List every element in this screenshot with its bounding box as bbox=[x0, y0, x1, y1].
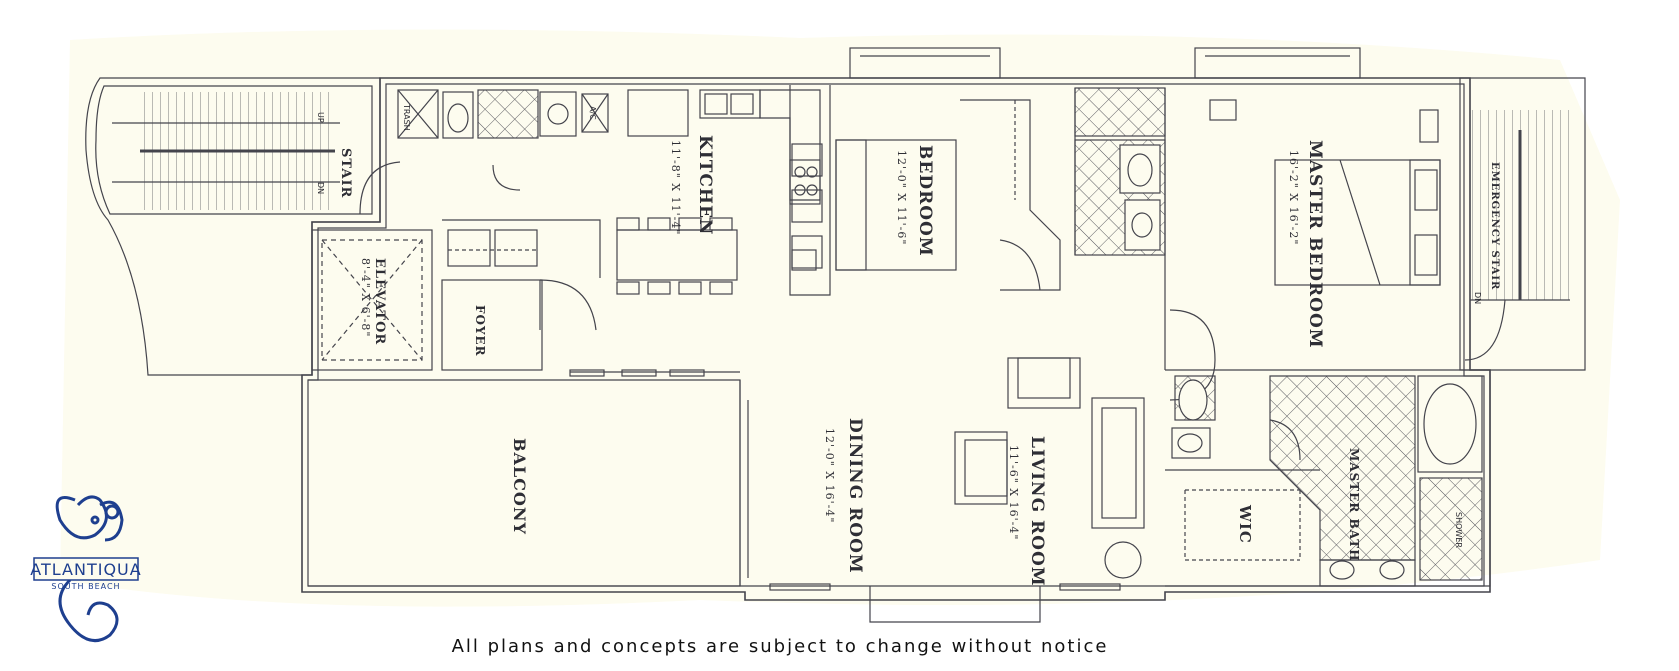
dining-room-label: DINING ROOM bbox=[845, 418, 865, 574]
bedroom-label: BEDROOM bbox=[915, 145, 935, 257]
bathtub bbox=[1423, 383, 1477, 465]
master-bedroom-label: MASTER BEDROOM bbox=[1305, 140, 1325, 349]
stair-up-label: UP bbox=[316, 112, 325, 123]
kitchen-label: KITCHEN bbox=[695, 135, 715, 235]
kitchen-island bbox=[616, 229, 738, 281]
stair-wall bbox=[85, 77, 381, 376]
side-table bbox=[1104, 541, 1142, 579]
atlantiqua-logo: ATLANTIQUA SOUTH BEACH bbox=[30, 495, 141, 643]
emergency-stair bbox=[1459, 77, 1586, 371]
elevator-dimensions: 8'-4" X 6'-8" bbox=[359, 258, 372, 337]
trash-chute bbox=[397, 89, 439, 139]
emergency-stair-dn-label: DN bbox=[1473, 292, 1482, 304]
stair-label: STAIR bbox=[338, 148, 353, 198]
paper-wash bbox=[60, 29, 1620, 607]
emergency-stair-label: EMERGENCY STAIR bbox=[1489, 162, 1500, 290]
foyer-label: FOYER bbox=[473, 305, 487, 357]
laundry-tile bbox=[477, 89, 539, 139]
master-bedroom-dimensions: 16'-2" X 16'-2" bbox=[1287, 150, 1300, 245]
sofa bbox=[1091, 397, 1145, 529]
bedroom-dimensions: 12'-0" X 11'-6" bbox=[895, 150, 908, 245]
stair-dn-label: DN bbox=[316, 182, 325, 194]
walls bbox=[85, 47, 1586, 623]
wic-label: WIC bbox=[1236, 504, 1254, 544]
balcony-label: BALCONY bbox=[510, 438, 529, 535]
dining-room-dimensions: 12'-0" X 16'-4" bbox=[823, 428, 836, 523]
living-room-label: LIVING ROOM bbox=[1027, 436, 1047, 587]
master-bath-label: MASTER BATH bbox=[1347, 448, 1361, 562]
logo-swirl-icon bbox=[55, 495, 124, 643]
ac-label: A/C bbox=[588, 106, 597, 120]
hall-bath-tile bbox=[1074, 87, 1166, 137]
trash-label: TRASH bbox=[402, 103, 411, 131]
logo-name: ATLANTIQUA bbox=[30, 560, 141, 579]
living-room-dimensions: 11'-6" X 16'-4" bbox=[1007, 445, 1020, 540]
shower-tile bbox=[1419, 477, 1483, 581]
elevator-label: ELEVATOR bbox=[372, 258, 387, 345]
shower-label: SHOWER bbox=[1454, 512, 1463, 548]
logo-subtitle: SOUTH BEACH bbox=[51, 582, 120, 591]
foyer bbox=[441, 279, 543, 371]
disclaimer-text: All plans and concepts are subject to ch… bbox=[451, 636, 1109, 657]
elevator-shaft bbox=[311, 229, 433, 371]
kitchen-dimensions: 11'-8" X 11'-4" bbox=[669, 140, 682, 235]
